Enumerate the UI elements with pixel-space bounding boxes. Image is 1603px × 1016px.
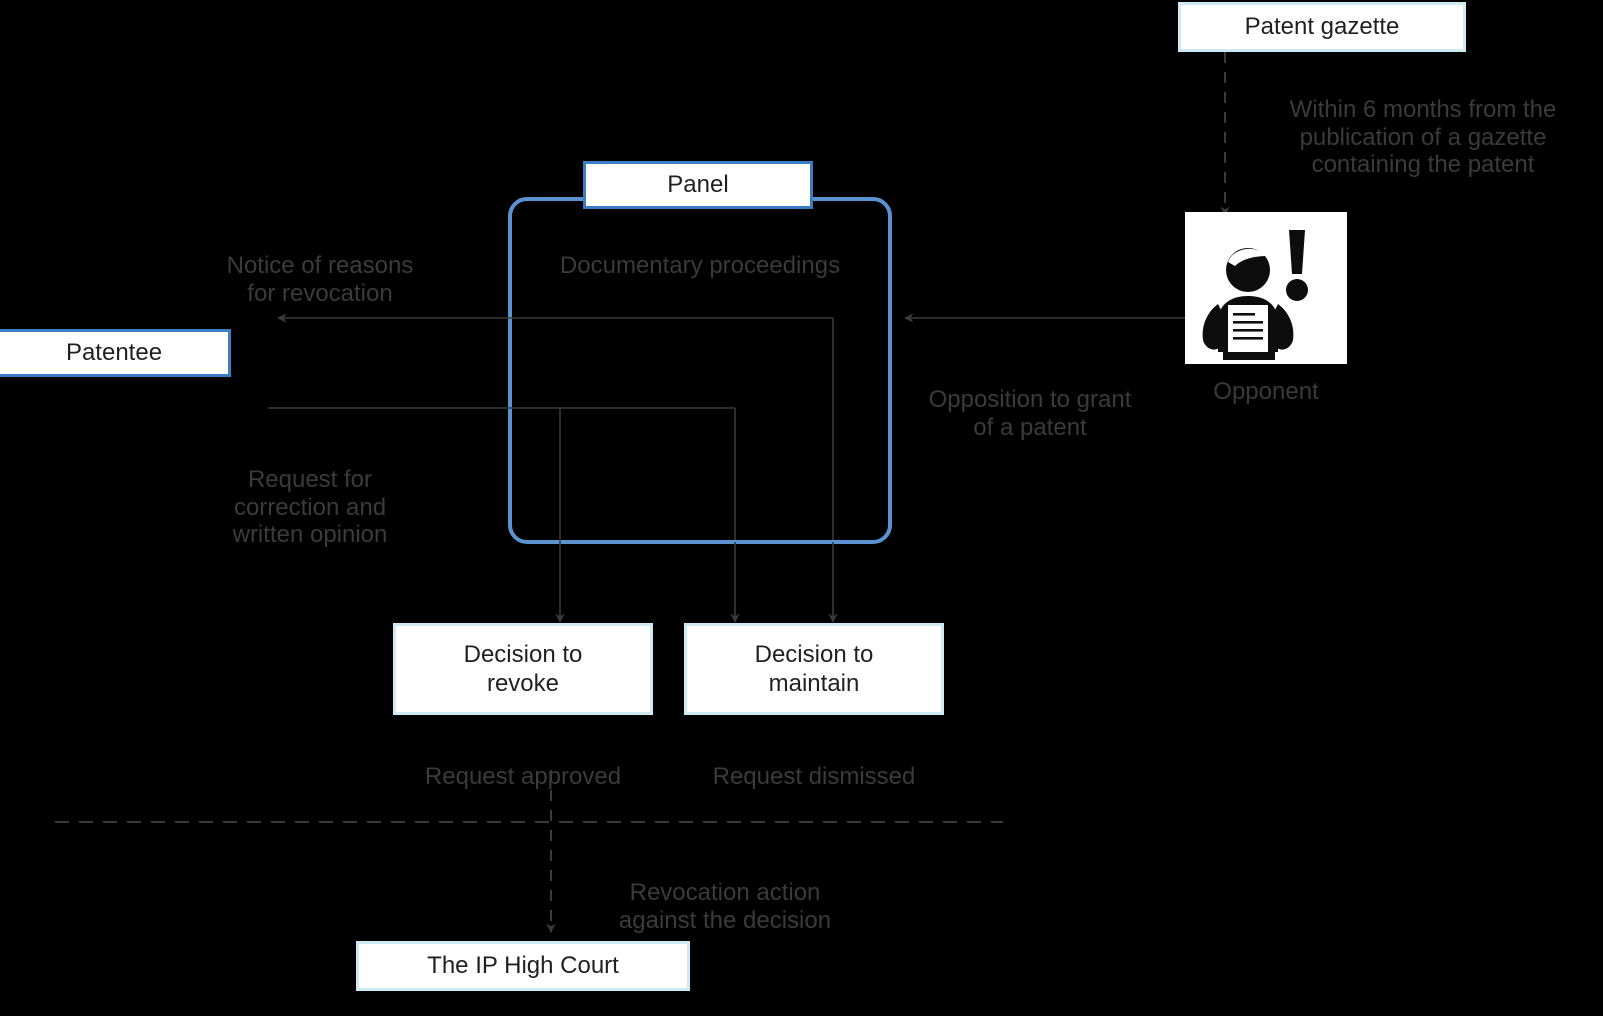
label-opposition-to-grant: Opposition to grant of a patent [895,358,1165,441]
panel-label: Panel [667,171,729,199]
panel-body-caption: Documentary proceedings [510,252,890,281]
label-request-dismissed: Request dismissed [684,735,944,791]
node-decision-to-maintain[interactable]: Decision to maintain [684,623,944,715]
ip-high-court-label: The IP High Court [427,952,619,980]
request-for-correction-text: Request for correction and written opini… [232,465,388,549]
opponent-label: Opponent [1213,378,1319,405]
label-revocation-action: Revocation action against the decision [580,851,870,934]
node-ip-high-court[interactable]: The IP High Court [356,941,690,991]
notice-of-reasons-text: Notice of reasons for revocation [226,251,414,307]
node-panel[interactable]: Panel [583,161,813,209]
label-request-for-correction: Request for correction and written opini… [195,438,425,549]
patent-gazette-label: Patent gazette [1244,13,1400,41]
label-within-six-months: Within 6 months from the publication of … [1240,68,1603,179]
request-approved-text: Request approved [424,762,622,790]
node-patent-gazette[interactable]: Patent gazette [1178,2,1466,52]
panel-rounded-container [508,197,892,544]
node-decision-to-revoke[interactable]: Decision to revoke [393,623,653,715]
revocation-action-text: Revocation action against the decision [618,878,832,934]
within-six-months-text: Within 6 months from the publication of … [1289,95,1557,179]
label-notice-of-reasons: Notice of reasons for revocation [180,224,460,307]
opposition-to-grant-text: Opposition to grant of a patent [928,385,1132,441]
patentee-label: Patentee [65,339,163,367]
request-dismissed-text: Request dismissed [712,762,916,790]
label-request-approved: Request approved [393,735,653,791]
decision-to-maintain-label: Decision to maintain [754,640,874,697]
node-patentee[interactable]: Patentee [0,329,231,377]
person-with-document-exclamation-icon [1202,230,1308,360]
opponent-icon-tile [1185,212,1347,364]
documentary-proceedings-label: Documentary proceedings [559,252,841,279]
opponent-caption: Opponent [1166,378,1366,406]
decision-to-revoke-label: Decision to revoke [463,640,583,697]
